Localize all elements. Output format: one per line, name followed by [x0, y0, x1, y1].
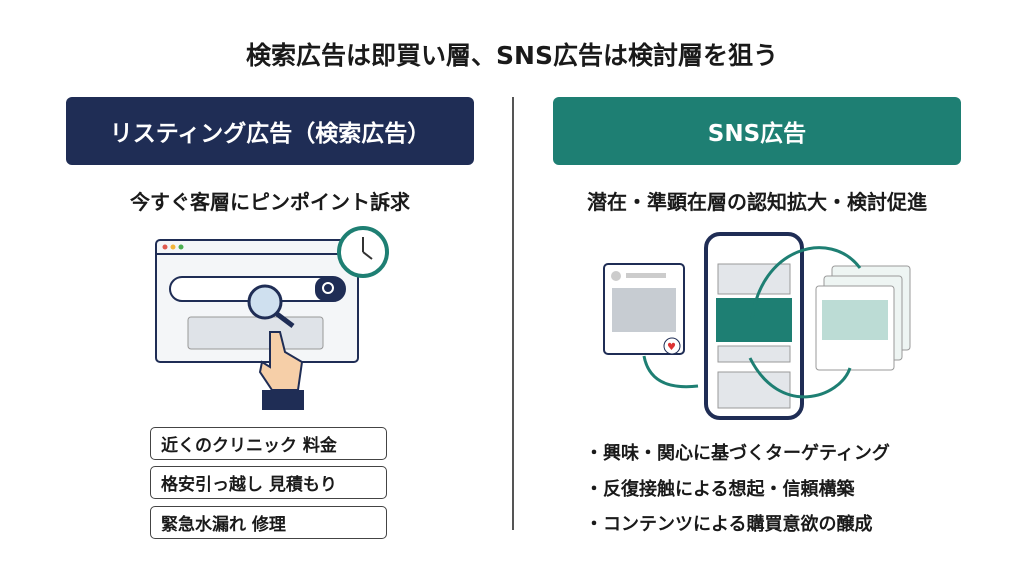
keyword-box: 緊急水漏れ 修理 — [150, 506, 387, 539]
bullet-item: ・興味・関心に基づくターゲティング — [585, 443, 890, 464]
sns-illustration: ♥ — [603, 232, 911, 420]
flow-arrows — [642, 246, 862, 399]
svg-text:♥: ♥ — [667, 342, 676, 353]
bullet-item: ・コンテンツによる購買意欲の醸成 — [585, 514, 873, 535]
post-card-icon: ♥ — [603, 263, 685, 355]
keyword-box: 近くのクリニック 料金 — [150, 427, 387, 460]
listing-ads-header: リスティング広告（検索広告） — [66, 97, 474, 165]
ad-cards-icon — [815, 265, 911, 371]
pointing-hand-icon — [258, 331, 304, 410]
smartphone-icon — [704, 232, 804, 420]
listing-subtitle: 今すぐ客層にピンポイント訴求 — [130, 190, 410, 214]
bullet-item: ・反復接触による想起・信頼構築 — [585, 479, 855, 500]
keyword-box: 格安引っ越し 見積もり — [150, 466, 387, 499]
clock-icon — [337, 226, 389, 278]
divider — [512, 97, 514, 530]
search-illustration — [155, 226, 389, 410]
page-title: 検索広告は即買い層、SNS広告は検討層を狙う — [246, 41, 778, 70]
sns-ads-header: SNS広告 — [553, 97, 961, 165]
magnifier-icon — [247, 284, 295, 328]
sns-subtitle: 潜在・準顕在層の認知拡大・検討促進 — [587, 190, 927, 214]
